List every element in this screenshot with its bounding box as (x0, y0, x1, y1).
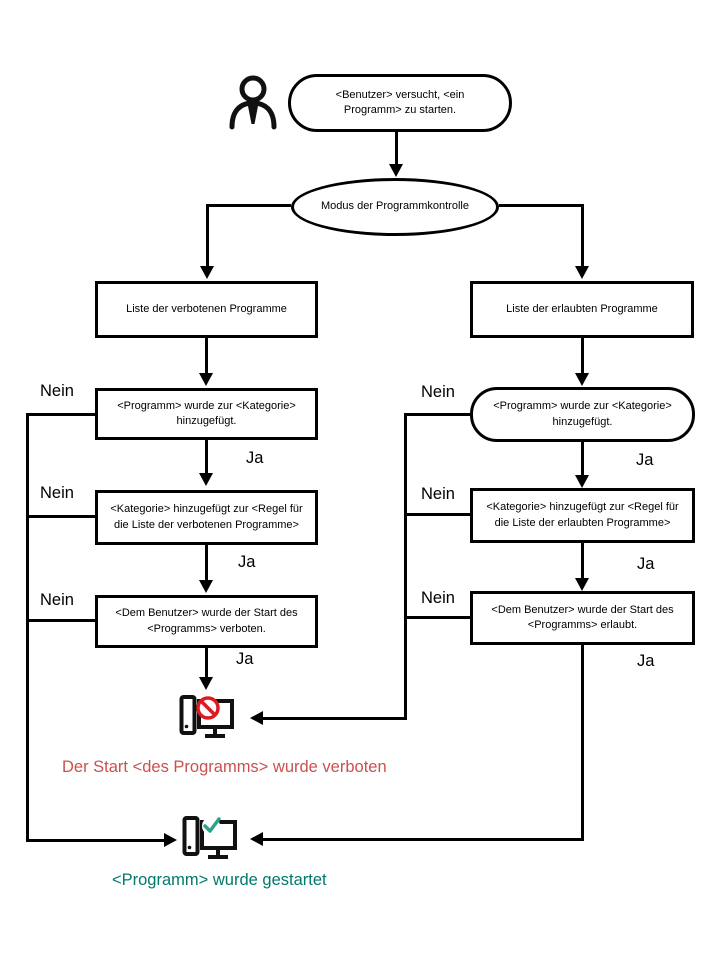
node-denylist: Liste der verbotenen Programme (95, 281, 318, 338)
arrowhead-blocked-from-right (250, 711, 263, 725)
node-deny-check-category: <Kategorie> hinzugefügt zur <Regel für d… (95, 490, 318, 545)
node-allow-check-program: <Programm> wurde zur <Kategorie> hinzuge… (470, 387, 695, 442)
computer-started-icon (181, 813, 239, 865)
connector-allow-started-h (262, 838, 584, 841)
label-ja-allow-2: Ja (637, 555, 655, 573)
connector-allow-started-v (581, 645, 584, 841)
connector-allow-check1-check2 (581, 442, 584, 476)
label-nein-deny-1: Nein (40, 382, 74, 400)
connector-denylist-check1 (205, 338, 208, 374)
label-ja-allow-3: Ja (637, 652, 655, 670)
arrowhead-denylist (200, 266, 214, 279)
connector-nein-left-started (26, 839, 166, 842)
connector-nein-deny-2 (27, 515, 95, 518)
arrowhead-start-mode (389, 164, 403, 177)
user-icon (226, 74, 280, 130)
arrowhead-allow-check1 (575, 373, 589, 386)
connector-mode-denylist-h (207, 204, 291, 207)
connector-mode-denylist-v (206, 204, 209, 267)
arrowhead-allowlist (575, 266, 589, 279)
arrowhead-started-from-left (164, 833, 177, 847)
node-start: <Benutzer> versucht, <ein Programm> zu s… (288, 74, 512, 132)
connector-mode-allowlist-h (499, 204, 584, 207)
connector-deny-blocked (205, 648, 208, 678)
connector-nein-right-blocked (262, 717, 407, 720)
node-allowlist: Liste der erlaubten Programme (470, 281, 694, 338)
node-deny-check-program: <Programm> wurde zur <Kategorie> hinzuge… (95, 388, 318, 440)
arrowhead-started-from-right (250, 832, 263, 846)
connector-nein-allow-1 (406, 413, 470, 416)
label-nein-deny-3: Nein (40, 591, 74, 609)
connector-start-mode (395, 132, 398, 166)
label-ja-deny-3: Ja (236, 650, 254, 668)
connector-allowlist-check1 (581, 338, 584, 374)
label-ja-deny-1: Ja (246, 449, 264, 467)
rail-nein-right (404, 413, 407, 720)
connector-nein-deny-1 (27, 413, 95, 416)
node-allow-check-user: <Dem Benutzer> wurde der Start des <Prog… (470, 591, 695, 645)
connector-deny-check1-check2 (205, 440, 208, 474)
connector-nein-deny-3 (27, 619, 95, 622)
arrowhead-deny-check3 (199, 580, 213, 593)
label-nein-allow-3: Nein (421, 589, 455, 607)
arrowhead-blocked (199, 677, 213, 690)
connector-nein-allow-2 (406, 513, 470, 516)
computer-blocked-icon (178, 692, 236, 744)
label-nein-deny-2: Nein (40, 484, 74, 502)
rail-nein-left (26, 413, 29, 842)
arrowhead-allow-check2 (575, 475, 589, 488)
arrowhead-deny-check2 (199, 473, 213, 486)
node-mode: Modus der Programmkontrolle (291, 178, 499, 236)
result-started-text: <Programm> wurde gestartet (112, 871, 327, 889)
label-nein-allow-1: Nein (421, 383, 455, 401)
connector-allow-check2-check3 (581, 543, 584, 579)
result-blocked-text: Der Start <des Programms> wurde verboten (62, 758, 387, 776)
node-deny-check-user: <Dem Benutzer> wurde der Start des <Prog… (95, 595, 318, 648)
label-ja-allow-1: Ja (636, 451, 654, 469)
arrowhead-deny-check1 (199, 373, 213, 386)
label-ja-deny-2: Ja (238, 553, 256, 571)
connector-deny-check2-check3 (205, 545, 208, 581)
connector-mode-allowlist-v (581, 204, 584, 267)
node-allow-check-category: <Kategorie> hinzugefügt zur <Regel für d… (470, 488, 695, 543)
connector-nein-allow-3 (406, 616, 470, 619)
arrowhead-allow-check3 (575, 578, 589, 591)
label-nein-allow-2: Nein (421, 485, 455, 503)
